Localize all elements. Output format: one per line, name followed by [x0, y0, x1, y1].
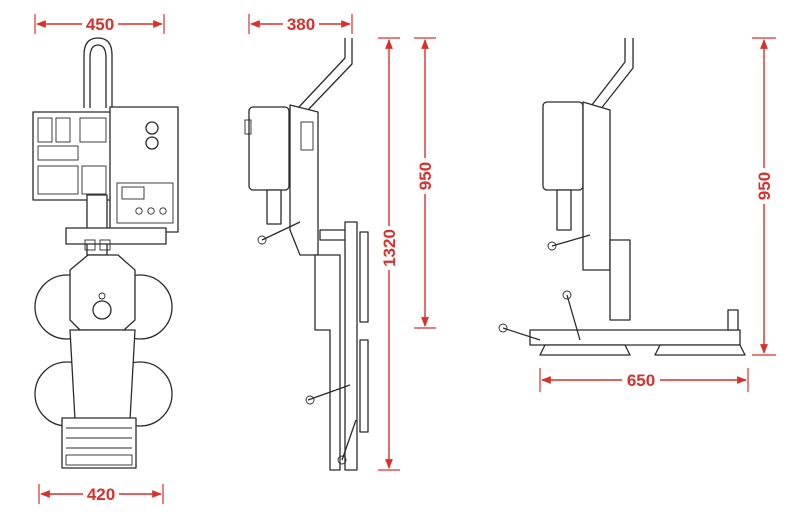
dimension-front-top: 450	[34, 14, 165, 34]
dim-label-450: 450	[86, 15, 114, 34]
dimension-flat-length: 650	[539, 368, 749, 392]
dim-label-420: 420	[87, 485, 115, 504]
dim-label-950-side: 950	[416, 162, 435, 190]
dim-label-380: 380	[287, 15, 315, 34]
dimension-side-upper-height: 950	[414, 37, 436, 329]
dimension-flat-height: 950	[752, 37, 776, 356]
dimension-front-bottom: 420	[38, 484, 164, 504]
dim-label-650: 650	[627, 371, 655, 390]
dimension-side-top: 380	[248, 14, 353, 34]
front-view	[32, 37, 179, 469]
dim-label-950-flat: 950	[755, 172, 774, 200]
dim-label-1320: 1320	[380, 229, 399, 267]
side-view-horizontal	[498, 38, 746, 356]
side-view-vertical	[244, 38, 369, 471]
dimension-side-total-height: 1320	[378, 37, 400, 471]
